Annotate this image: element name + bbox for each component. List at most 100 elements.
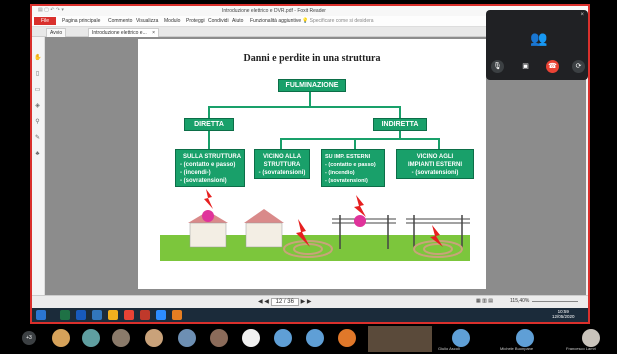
box2-line: - (sovratensioni) bbox=[258, 170, 306, 176]
title-bar: Introduzione elettrico e DVR.pdf - Foxit… bbox=[32, 6, 588, 16]
node-indiretta-label: INDIRETTA bbox=[381, 121, 419, 128]
participants-strip: +3 Giulio Ascoli Michele Buonpane France… bbox=[0, 324, 617, 354]
menu-extras[interactable]: Funzionalità aggiuntive bbox=[250, 18, 302, 24]
box1-line: SULLA STRUTTURA bbox=[182, 154, 242, 160]
start-icon[interactable] bbox=[36, 310, 46, 320]
lightning-bolt-icon bbox=[204, 189, 213, 209]
slide-title: Danni e perdite in una struttura bbox=[243, 53, 381, 64]
hang-up-button[interactable]: ☎ bbox=[546, 60, 559, 73]
app-icon[interactable] bbox=[156, 310, 166, 320]
call-panel: × 👥 🎙 ▣ ☎ ⟳ bbox=[486, 10, 588, 80]
participant-avatar[interactable] bbox=[178, 329, 196, 347]
pdf-page: Danni e perdite in una struttura FULMINA… bbox=[138, 39, 486, 289]
document-tabs: Avvio Introduzione elettrico e... × bbox=[32, 27, 588, 37]
participant-avatar[interactable] bbox=[112, 329, 130, 347]
connector-line bbox=[354, 138, 356, 149]
close-icon[interactable]: × bbox=[580, 12, 584, 18]
box4-line: VICINO AGLI bbox=[416, 154, 454, 160]
close-icon[interactable]: × bbox=[152, 30, 156, 36]
page-indicator[interactable]: 12 / 36 bbox=[270, 298, 299, 306]
box1-line: - (contatto e passo) bbox=[180, 162, 236, 168]
participant-avatar[interactable] bbox=[338, 329, 356, 347]
zoom-level[interactable]: 115,40% bbox=[510, 298, 530, 304]
participant-avatar[interactable] bbox=[242, 329, 260, 347]
menu-view[interactable]: Visualizza bbox=[136, 18, 159, 24]
menu-home[interactable]: Pagina principale bbox=[62, 18, 101, 24]
window-title: Introduzione elettrico e DVR.pdf - Foxit… bbox=[222, 8, 326, 14]
share-screen-button[interactable]: ⟳ bbox=[572, 60, 585, 73]
participant-avatar[interactable] bbox=[210, 329, 228, 347]
connector-line bbox=[280, 138, 440, 140]
edge-icon[interactable] bbox=[92, 310, 102, 320]
menu-comment[interactable]: Commento bbox=[108, 18, 133, 24]
tell-me-search[interactable]: 💡 Specificare come si desidera bbox=[302, 18, 374, 24]
document-area[interactable]: Danni e perdite in una struttura FULMINA… bbox=[45, 37, 586, 295]
ground-ripple bbox=[283, 240, 333, 258]
app-icon[interactable] bbox=[172, 310, 182, 320]
house bbox=[245, 222, 283, 248]
attachment-icon[interactable]: ⚲ bbox=[35, 119, 40, 125]
clock[interactable]: 10:59 12/05/2020 bbox=[552, 309, 575, 319]
box4-line: - (sovratensioni) bbox=[411, 170, 459, 176]
strike-burst bbox=[354, 215, 366, 227]
connector-line bbox=[208, 106, 400, 108]
participant-avatar[interactable] bbox=[306, 329, 324, 347]
file-explorer-icon[interactable] bbox=[108, 310, 118, 320]
layers-icon[interactable]: ◈ bbox=[35, 103, 40, 109]
excel-icon[interactable] bbox=[60, 310, 70, 320]
participant-avatar[interactable] bbox=[274, 329, 292, 347]
stamp-icon[interactable]: ♣ bbox=[35, 151, 40, 157]
box2-line: STRUTTURA bbox=[263, 162, 301, 168]
node-diretta-label: DIRETTA bbox=[194, 121, 224, 128]
lightning-illustration bbox=[160, 189, 470, 261]
file-tab[interactable]: File bbox=[34, 17, 56, 25]
box-vicino-struttura: VICINO ALLA STRUTTURA - (sovratensioni) bbox=[254, 149, 310, 179]
box1-line: - (sovratensioni) bbox=[180, 178, 227, 184]
zoom-slider[interactable] bbox=[532, 301, 578, 302]
microphone-button[interactable]: 🎙 bbox=[491, 60, 504, 73]
page-icon[interactable]: ▯ bbox=[35, 71, 40, 77]
connector-line bbox=[208, 106, 210, 119]
box2-line: VICINO ALLA bbox=[262, 154, 302, 160]
participant-name: Michele Buonpane bbox=[500, 346, 534, 351]
participant-avatar[interactable] bbox=[516, 329, 534, 347]
participant-avatar[interactable] bbox=[82, 329, 100, 347]
node-indiretta: INDIRETTA bbox=[373, 118, 427, 131]
view-mode-icon[interactable]: ▦ ▥ ▤ bbox=[476, 298, 493, 304]
chrome-icon[interactable] bbox=[124, 310, 134, 320]
clock-time: 10:59 bbox=[557, 309, 569, 314]
menu-help[interactable]: Aiuto bbox=[232, 18, 244, 24]
signature-icon[interactable]: ✎ bbox=[34, 135, 41, 141]
participant-name: Francesco Lamri bbox=[566, 346, 596, 351]
tab-document-label: Introduzione elettrico e... bbox=[92, 30, 147, 36]
lightning-bolt-icon bbox=[296, 219, 310, 247]
foxit-icon[interactable] bbox=[140, 310, 150, 320]
lightning-bolt-icon bbox=[354, 195, 366, 217]
participant-avatar[interactable] bbox=[452, 329, 470, 347]
lightbulb-icon: 💡 bbox=[302, 18, 309, 24]
participant-avatar[interactable] bbox=[52, 329, 70, 347]
word-icon[interactable] bbox=[76, 310, 86, 320]
bookmark-icon[interactable]: ▭ bbox=[34, 87, 41, 93]
tab-start[interactable]: Avvio bbox=[46, 28, 67, 37]
box3-line: - (sovratensioni) bbox=[325, 178, 368, 184]
tell-me-label: Specificare come si desidera bbox=[309, 18, 374, 24]
quick-access-icon[interactable]: ▤ ▢ ↶ ↷ ▾ bbox=[38, 7, 64, 13]
more-participants-badge[interactable]: +3 bbox=[22, 331, 36, 345]
menu-protect[interactable]: Proteggi bbox=[186, 18, 205, 24]
box-vicino-impianti: VICINO AGLI IMPIANTI ESTERNI - (sovraten… bbox=[396, 149, 474, 179]
participant-video-tile[interactable] bbox=[368, 326, 432, 352]
participant-avatar[interactable] bbox=[582, 329, 600, 347]
menu-share[interactable]: Condividi bbox=[208, 18, 229, 24]
menu-form[interactable]: Modulo bbox=[164, 18, 181, 24]
participant-avatar[interactable] bbox=[145, 329, 163, 347]
camera-off-button[interactable]: ▣ bbox=[522, 63, 529, 70]
box-su-imp-esterni: SU IMP. ESTERNI - (contatto e passo) - (… bbox=[321, 149, 385, 187]
clock-date: 12/05/2020 bbox=[552, 314, 575, 319]
house-roof bbox=[244, 209, 284, 223]
tab-document[interactable]: Introduzione elettrico e... × bbox=[88, 28, 160, 37]
hand-tool-icon[interactable]: ✋ bbox=[34, 55, 42, 61]
ribbon-menu: File Pagina principale Commento Visualiz… bbox=[32, 16, 588, 27]
page-navigation[interactable]: ◀ ◀ 12 / 36 ▶ ▶ bbox=[258, 298, 312, 306]
ground-ripple bbox=[423, 243, 453, 255]
